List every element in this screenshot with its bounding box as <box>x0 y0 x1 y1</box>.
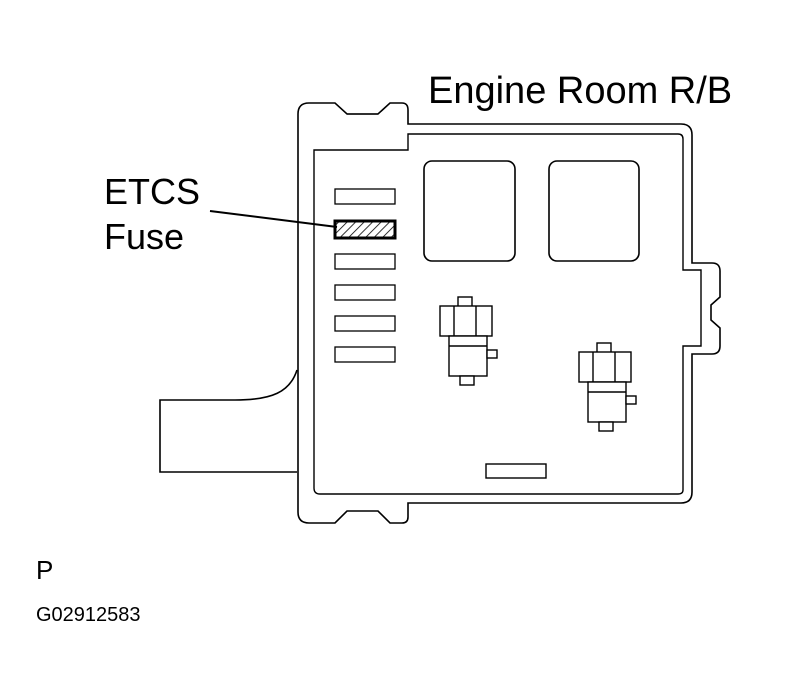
view-letter: P <box>36 555 54 585</box>
fuse-slot-4 <box>334 284 396 301</box>
relay-block-housing <box>297 102 721 524</box>
etcs-fuse <box>333 219 397 240</box>
connector-left <box>439 296 498 386</box>
wire-harness <box>159 369 298 473</box>
fuse-callout-line1: ETCS <box>104 171 201 212</box>
fuse-slot-3 <box>334 253 396 270</box>
fuse-callout-line2: Fuse <box>104 216 185 257</box>
relay-block-title: Engine Room R/B <box>428 70 733 112</box>
fuse-slot-1 <box>334 188 396 205</box>
connector-right <box>578 342 637 432</box>
relay-right <box>548 160 640 262</box>
fuse-slot-5 <box>334 315 396 332</box>
figure-id: G02912583 <box>36 604 141 626</box>
bottom-slot <box>485 463 547 479</box>
relay-block-inner-panel <box>313 133 702 495</box>
relay-left <box>423 160 516 262</box>
callout-leader-line <box>209 210 338 228</box>
fuse-slot-6 <box>334 346 396 363</box>
